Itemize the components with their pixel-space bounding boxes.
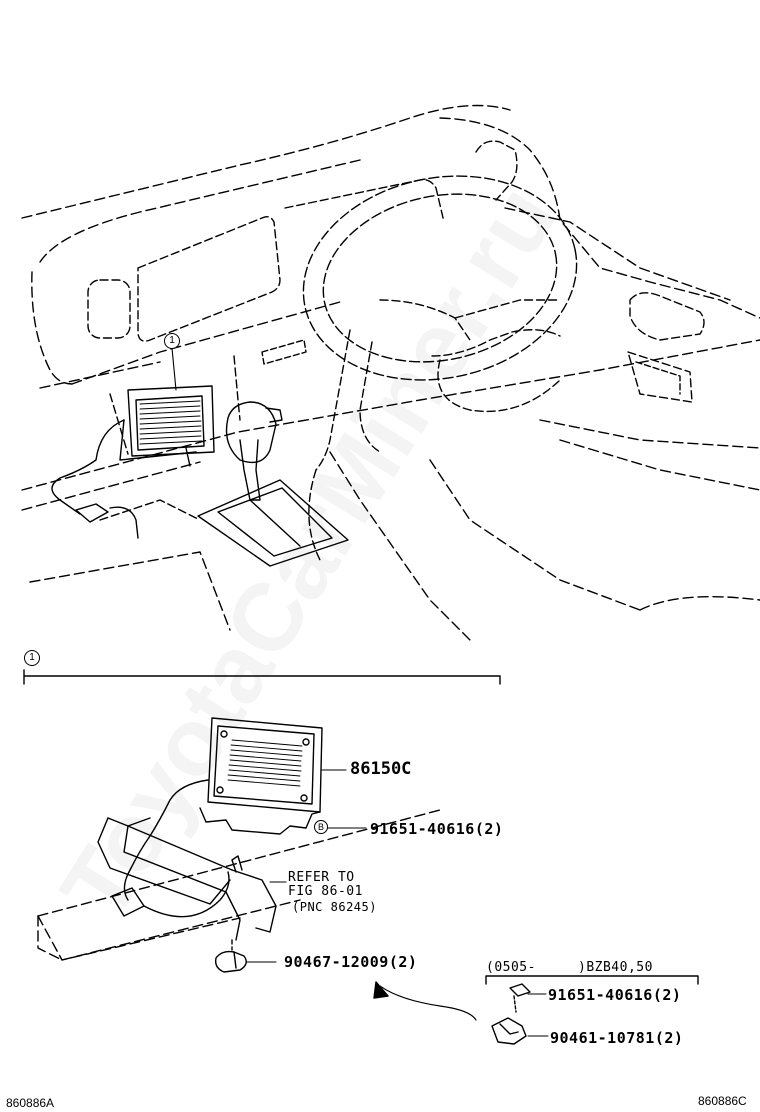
part-label-86150C: 86150C [350,759,412,779]
section-marker: 1 [24,650,40,666]
reference-line-3: (PNC 86245) [292,900,377,914]
part-label-91651-40616: 91651-40616(2) [370,820,504,838]
dashboard-illustration [21,104,760,641]
variant-models: )BZB40,50 [578,960,653,975]
variant-date: (0505- [486,960,536,975]
part-label-90461-10781: 90461-10781(2) [550,1029,684,1047]
part-label-91651-40616-alt: 91651-40616(2) [548,986,682,1004]
figure-code-left: 860886A [6,1096,55,1110]
detail-illustration [37,717,699,1045]
reference-line-2: FIG 86-01 [288,884,363,899]
part-label-90467-12009: 90467-12009(2) [284,953,418,971]
reference-line-1: REFER TO [288,870,355,885]
callout-marker: 1 [164,333,180,349]
figure-code-right: 860886C [698,1094,747,1108]
section-bracket [23,669,501,685]
bolt-marker: B [314,820,328,834]
